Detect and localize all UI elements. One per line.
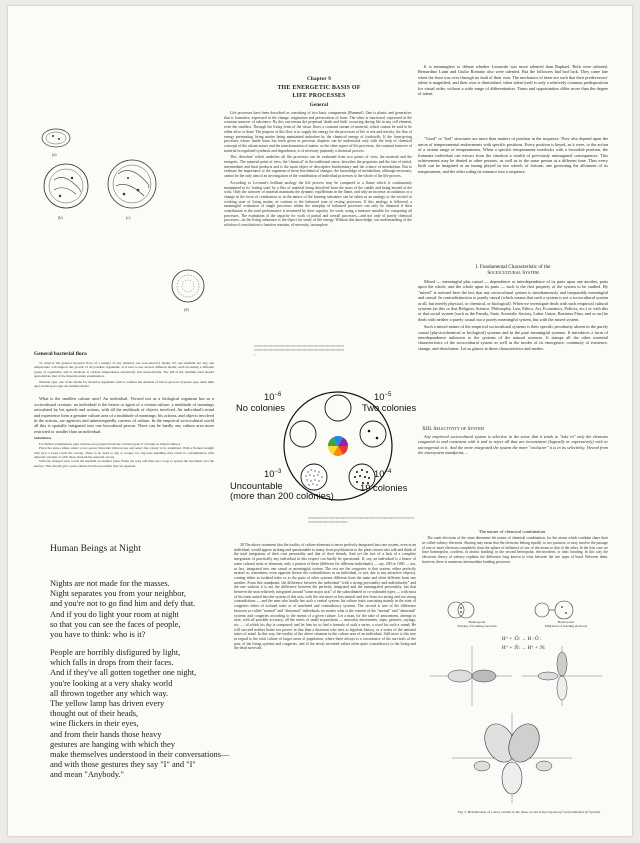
orbital-sp3-figure [452, 713, 572, 803]
petri-dish-b [43, 163, 89, 209]
orbital-sp-figure [430, 646, 512, 706]
footnote-text: 28 The above statement that the totality… [234, 543, 416, 651]
heteropolar-title: Heteropolar [557, 620, 575, 624]
heteropolar-subtitle: Migration of bonding electrons [544, 624, 588, 629]
dish-empty-left [289, 420, 317, 448]
petri-dish-d [171, 269, 205, 303]
homeopolar-title: Homeopolar [468, 620, 486, 624]
exponent-base: 10 [264, 391, 275, 402]
fig-label-c: (c) [126, 215, 131, 220]
dish-uncountable [300, 463, 328, 491]
exponent-power: −4 [384, 468, 392, 475]
label-uncountable: Uncountable (more than 200 colonies) [230, 481, 334, 501]
subcultures-paragraph-3: With the charged wire, touch the medium … [34, 459, 214, 468]
exponent-base: 10 [264, 468, 275, 479]
sociocultural-heading-line1: I. Fundamental Characteristic of the [475, 264, 551, 270]
chapter-title-line2: LIFE PROCESSES [292, 93, 346, 99]
dish-two-colonies [359, 420, 387, 448]
fig-label-b: (b) [58, 215, 63, 220]
dish-nineteen-colonies [348, 463, 376, 491]
poem-title: Human Beings at Night [50, 543, 141, 554]
poem-stanza-2: People are horribly disfigured by light,… [50, 648, 230, 780]
chapter-paragraph-3: According to Lecomte's brilliant analogy… [224, 180, 412, 228]
dilution-diagram [283, 391, 393, 501]
subcultures-heading: Subcultures [34, 436, 52, 441]
fig-label-d: (d) [184, 307, 189, 312]
footnote-block: 28 The above statement that the totality… [234, 543, 416, 801]
selectivity-paragraph: Any empirical sociocultural system is se… [418, 434, 608, 456]
sociocultural-heading-line2: Sociocultural System [487, 270, 539, 276]
label-uncountable-line2: (more than 200 colonies) [230, 490, 334, 501]
subcultures-paragraph-1: For further examination, pure cultures a… [39, 441, 181, 446]
homeopolar-label: Homeopolar Sharing of bonding electrons [442, 620, 512, 629]
equation-2: H⁺ + :N̈: → H⁺ + :N: [502, 646, 546, 651]
chapter-paragraph-1: Life processes have been described as co… [224, 111, 412, 153]
petri-dish-a [41, 128, 71, 148]
talent-paragraph: It is meaningless to debate whether Leon… [418, 64, 608, 97]
selectivity-heading: XIII. Selectivity of System [422, 426, 484, 432]
chem-figures [430, 600, 602, 803]
poem-stanza-1: Nights are not made for the masses. Nigh… [50, 579, 196, 640]
chapter-paragraph-2: This 'dissolute' which underlies all lif… [224, 155, 412, 179]
exponent-power: −3 [274, 468, 282, 475]
page: Chapter 9 THE ENERGETIC BASIS OF LIFE PR… [8, 6, 632, 836]
bacterial-paragraph-1: To observe the general bacterial flora o… [34, 361, 214, 379]
label-two-colonies-exponent: 10−5 [374, 391, 391, 402]
heteropolar-label: Heteropolar Migration of bonding electro… [526, 620, 606, 629]
homeopolar-figure [447, 601, 475, 619]
exponent-base: 10 [374, 468, 385, 479]
color-wheel-segment [338, 446, 348, 455]
petri-dish-c [107, 159, 157, 209]
heteropolar-figure [534, 600, 574, 620]
bacterial-flora-body: To observe the general bacterial flora o… [34, 361, 214, 561]
color-wheel-segment [333, 446, 343, 456]
diagram-upper-text: ▪▪▪▪▪▪▪▪▪▪▪▪▪▪▪▪▪▪▪▪▪▪▪▪▪▪▪▪▪▪▪▪▪▪▪▪▪▪▪▪… [254, 344, 344, 357]
color-wheel-segment [333, 436, 343, 446]
exponent-power: −6 [274, 391, 282, 398]
selectivity-body: Any empirical sociocultural system is se… [418, 434, 608, 462]
equation-1: H⁺ + :Ö: → H : Ö : [502, 637, 542, 642]
right-column-top: It is meaningless to debate whether Leon… [418, 64, 608, 224]
label-no-colonies-exponent: 10−6 [264, 391, 281, 402]
color-wheel-segment [328, 437, 338, 446]
chapter-label: Chapter 9 [306, 76, 332, 82]
outer-dish-ring [283, 391, 393, 501]
petri-dish-illustrations: (a) (b) (c) (d) [41, 128, 205, 312]
bacterial-paragraph-2: Nutrient agar, one of the media for bact… [34, 379, 214, 389]
label-two-colonies: Two colonies [362, 402, 417, 413]
chem-figure-caption: Fig. 5. Hybridisation of s and p orbital… [458, 810, 601, 814]
exponent-power: −5 [384, 391, 392, 398]
sociocultural-paragraph-2: Such a mixed nature of the empirical soc… [418, 324, 608, 351]
label-nineteen-colonies: 19 colonies [360, 482, 408, 493]
structures-paragraph: "Good" or "bad" structures are more than… [418, 136, 608, 174]
label-nineteen-colonies-exponent: 10−4 [374, 468, 391, 479]
chapter-title-line1: THE ENERGETIC BASIS OF [277, 85, 361, 91]
homeopolar-subtitle: Sharing of bonding electrons [457, 624, 497, 629]
bacterial-flora-heading: General bacterial flora [34, 351, 87, 357]
subcultures-paragraph-2: Place the plate culture under a low-powe… [34, 446, 214, 459]
label-no-colonies: No colonies [236, 402, 285, 413]
color-wheel-segment [328, 446, 338, 455]
fig-label-a: (a) [52, 152, 57, 157]
exponent-base: 10 [374, 391, 385, 402]
chem-body: The outer electrons of the atom determin… [422, 536, 608, 596]
sociocultural-paragraph-1: Mixed — meaningful plus causal — depende… [418, 279, 608, 322]
chem-paragraph: The outer electrons of the atom determin… [422, 536, 608, 564]
sociocultural-heading: I. Fundamental Characteristic of the Soc… [418, 264, 608, 276]
culture-area-paragraph: What is the smallest culture area? An in… [34, 396, 214, 434]
dish-no-colonies [324, 394, 352, 422]
label-uncountable-line1: Uncountable [230, 480, 283, 491]
chapter-section: General [309, 103, 329, 108]
sociocultural-body: Mixed — meaningful plus causal — depende… [418, 279, 608, 421]
chem-heading: The nature of chemical combination [478, 529, 546, 534]
diagram-lower-text: ▪▪▪▪▪▪▪▪▪▪▪▪▪▪▪▪▪▪▪▪▪▪▪▪▪▪▪▪▪▪▪▪▪▪▪▪▪▪▪▪… [308, 516, 414, 525]
color-wheel-segment [338, 437, 348, 446]
orbital-sp2-figure [522, 646, 602, 706]
chapter-body: Life processes have been described as co… [224, 111, 412, 333]
color-wheel [328, 436, 348, 456]
label-uncountable-exponent: 10−3 [264, 468, 281, 479]
